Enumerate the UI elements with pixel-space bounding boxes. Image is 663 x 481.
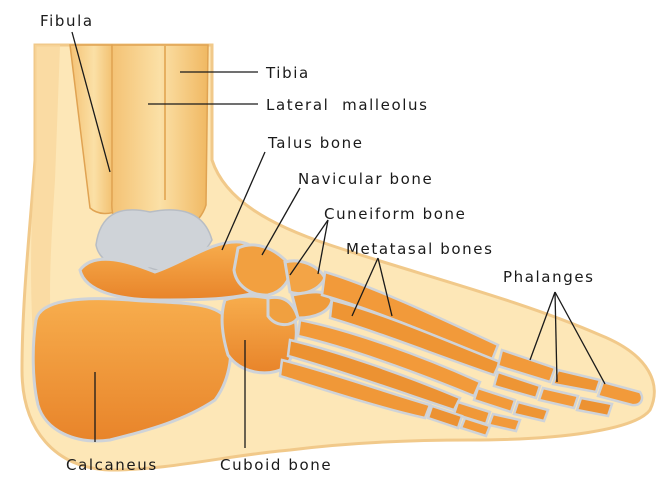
phalanges-label: Phalanges — [503, 268, 595, 286]
cuneiform-label: Cuneiform bone — [324, 205, 466, 223]
calcaneus-label: Calcaneus — [66, 456, 158, 474]
tibia-label: Tibia — [266, 64, 310, 82]
navicular-label: Navicular bone — [298, 170, 433, 188]
cuboid-label: Cuboid bone — [220, 456, 332, 474]
fibula-label: Fibula — [40, 12, 94, 30]
lateral-malleolus-label: Lateral malleolus — [266, 96, 429, 114]
metatarsal-label: Metatasal bones — [346, 240, 494, 258]
talus-label: Talus bone — [268, 134, 364, 152]
